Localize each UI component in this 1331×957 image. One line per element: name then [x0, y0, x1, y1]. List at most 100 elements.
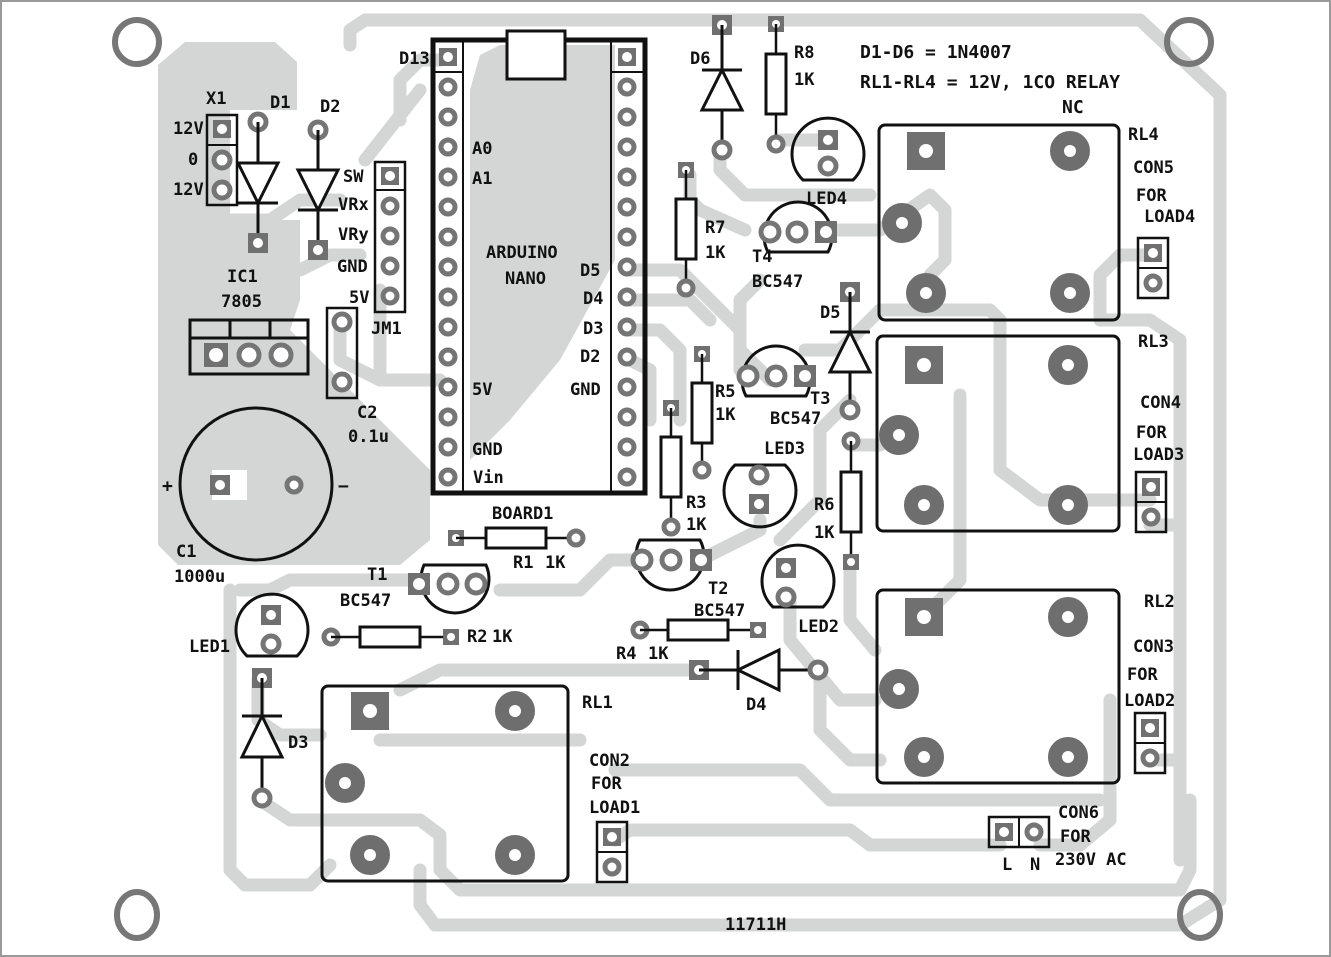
r6-value: 1K [814, 523, 835, 543]
nano-pin-hole [622, 52, 632, 62]
nano-right-pins [617, 48, 637, 487]
r2-value: 1K [492, 627, 513, 647]
transistor-t4: T4 BC547 [752, 200, 837, 292]
relay-note: RL1-RL4 = 12V, 1CO RELAY [860, 72, 1120, 93]
connector-con2: CON2 FOR LOAD1 [589, 751, 640, 884]
nano-pin-pad [617, 167, 637, 187]
joystick-header-jm1: SW VRx VRy GND 5V JM1 [337, 160, 407, 339]
con5-label: CON5 [1133, 158, 1174, 178]
con2-load: LOAD1 [589, 798, 640, 818]
con5-for: FOR [1136, 186, 1167, 206]
diode-d3: D3 [239, 668, 308, 809]
nano-pin-pad [438, 137, 458, 157]
nano-title-line1: ARDUINO [486, 243, 558, 263]
diode-d1: D1 [235, 93, 290, 253]
nano-pin-vin: Vin [473, 468, 504, 488]
mount-hole-bottom-right [1177, 889, 1223, 941]
c2-label: C2 [357, 403, 377, 423]
nano-pin-pad [617, 287, 637, 307]
resistor-r3: R3 1K [659, 400, 707, 537]
resistor-r5: R5 1K [690, 346, 736, 480]
con2-for: FOR [591, 774, 622, 794]
mount-hole-top-right [1164, 17, 1214, 67]
r4-value: 1K [648, 644, 669, 664]
d4-label: D4 [746, 695, 766, 715]
jm1-pin-vry: VRy [338, 225, 369, 245]
relay-rl1: RL1 [320, 684, 613, 883]
con6-label: CON6 [1058, 803, 1099, 823]
x1-pin-2: 0 [188, 150, 198, 170]
r2-label: R2 [467, 627, 487, 647]
relay-rl4: RL4 [877, 123, 1159, 322]
diode-note: D1-D6 = 1N4007 [860, 42, 1012, 63]
capacitor-c1: + − C1 1000u [162, 406, 349, 587]
diode-d5: D5 [820, 282, 873, 421]
capacitor-c2: C2 0.1u [325, 306, 389, 447]
r7-label: R7 [705, 218, 725, 238]
jm1-label: JM1 [371, 319, 402, 339]
d3-label: D3 [288, 733, 308, 753]
r4-label: R4 [616, 644, 636, 664]
nano-pin-hole [443, 52, 453, 62]
x1-pin-1: 12V [173, 119, 204, 139]
r8-value: 1K [794, 70, 815, 90]
nano-pin-pad [617, 467, 637, 487]
c1-value: 1000u [174, 567, 225, 587]
r3-label: R3 [686, 493, 706, 513]
con3-load: LOAD2 [1124, 691, 1175, 711]
c2-value: 0.1u [348, 427, 389, 447]
nano-pin-pad [617, 437, 637, 457]
nano-pin-pad [617, 377, 637, 397]
led-3: LED3 [722, 439, 805, 529]
x1-label: X1 [206, 89, 226, 109]
nano-pin-gnd-right: GND [570, 380, 601, 400]
con4-load: LOAD3 [1133, 445, 1184, 465]
d2-label: D2 [320, 97, 340, 117]
transistor-t3: T3 BC547 [736, 344, 830, 429]
nano-pin-d3: D3 [583, 319, 603, 339]
nano-pin-pad [617, 317, 637, 337]
jm1-pin-gnd: GND [337, 257, 368, 277]
jm1-pin-vrx: VRx [338, 195, 369, 215]
nano-pin-pad [617, 257, 637, 277]
board1-label: BOARD1 [492, 504, 553, 524]
nano-pin-pad [617, 227, 637, 247]
con5-load: LOAD4 [1144, 207, 1195, 227]
x1-pin-3: 12V [173, 180, 204, 200]
nano-pin-pad [438, 377, 458, 397]
rl2-label: RL2 [1144, 592, 1175, 612]
t4-value: BC547 [752, 272, 803, 292]
led2-label: LED2 [798, 617, 839, 637]
con4-for: FOR [1136, 423, 1167, 443]
r3-value: 1K [686, 515, 707, 535]
mounting-holes [112, 17, 1223, 941]
r7-value: 1K [705, 243, 726, 263]
connector-x1: X1 12V 0 12V [173, 89, 239, 207]
connector-con5: CON5 FOR LOAD4 [1133, 158, 1195, 300]
nano-pin-pad [617, 407, 637, 427]
r6-label: R6 [814, 495, 834, 515]
resistor-r8: R8 1K [764, 16, 815, 154]
led-1: LED1 [189, 592, 310, 658]
con6-load: 230V AC [1055, 850, 1127, 870]
c1-minus: − [338, 476, 349, 497]
nano-pin-pad [438, 347, 458, 367]
resistor-r6: R6 1K [814, 431, 863, 570]
c1-plus: + [162, 476, 173, 497]
nano-pin-d13: D13 [399, 49, 430, 69]
t1-label: T1 [367, 565, 387, 585]
connector-con4: CON4 FOR LOAD3 [1133, 393, 1184, 534]
con4-label: CON4 [1140, 393, 1181, 413]
con6-pin-l: L [1002, 855, 1012, 875]
nano-pin-d4: D4 [583, 289, 603, 309]
nano-pin-pad [438, 407, 458, 427]
nano-pin-pad [438, 107, 458, 127]
con3-label: CON3 [1133, 637, 1174, 657]
nano-pin-5v: 5V [472, 380, 492, 400]
transistor-t1: T1 BC547 [340, 563, 491, 615]
t1-value: BC547 [340, 591, 391, 611]
nano-pin-pad [438, 467, 458, 487]
arduino-nano: D13 A0 A1 ARDUINO NANO D5 D4 D3 D2 GND 5… [399, 29, 648, 524]
transistor-t2: T2 BC547 [630, 538, 745, 621]
